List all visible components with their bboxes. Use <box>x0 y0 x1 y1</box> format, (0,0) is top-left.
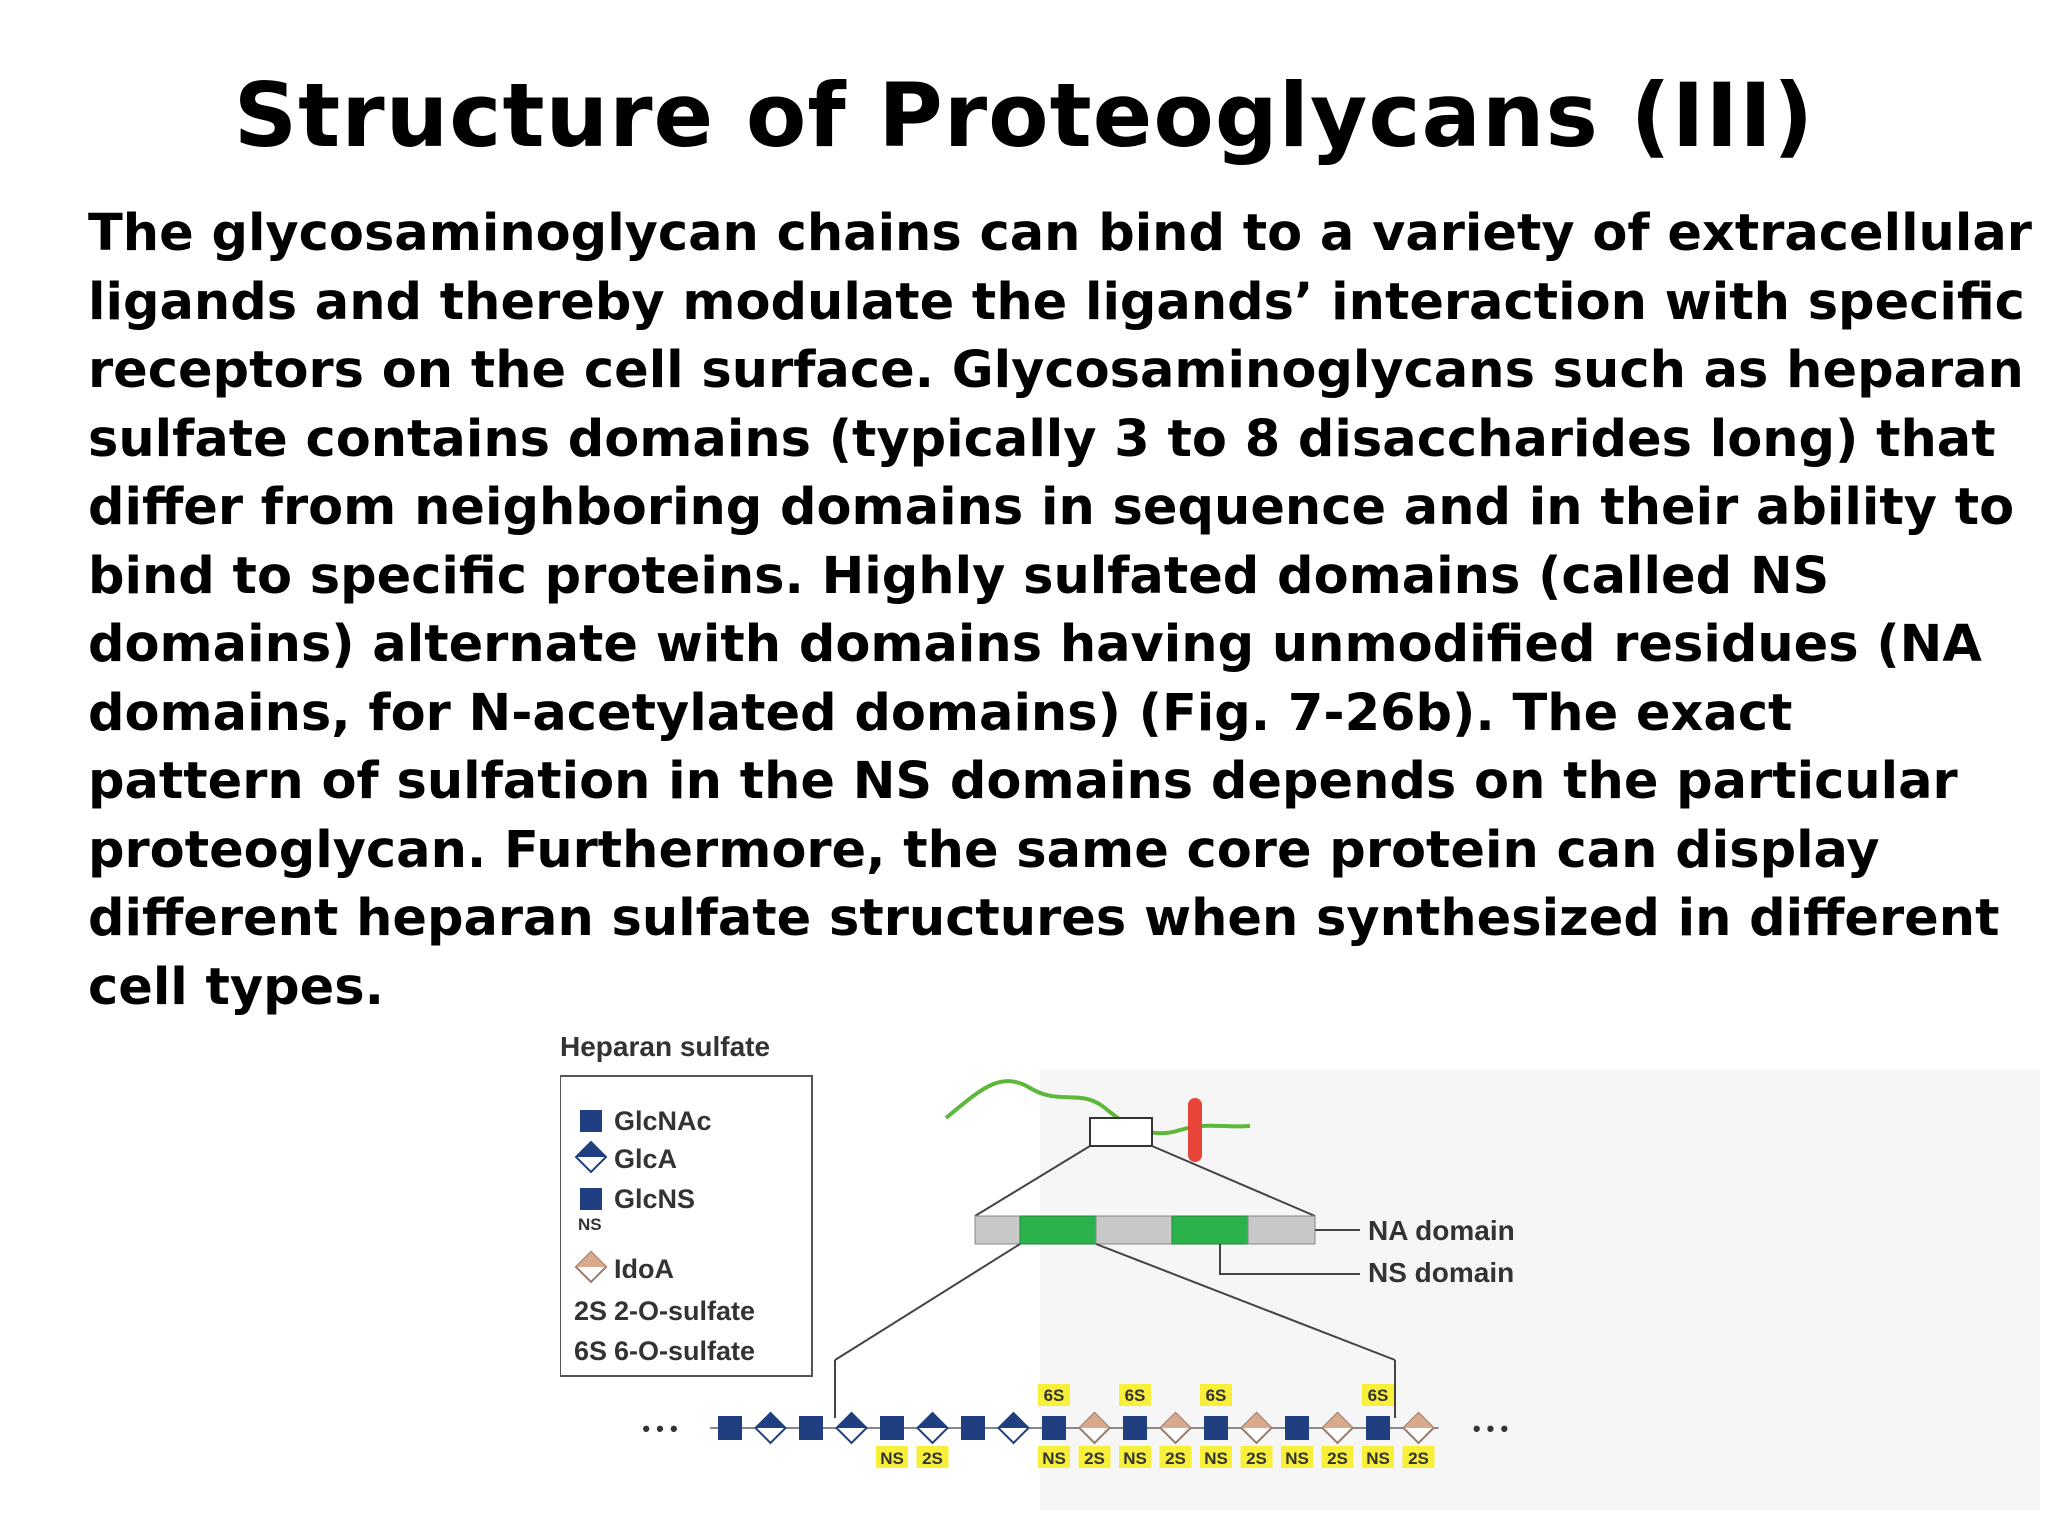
ns-domain-label: NS domain <box>1368 1257 1514 1288</box>
tag-highlight <box>916 1446 949 1468</box>
ns-tag: NS <box>880 1449 904 1468</box>
idoa-diamond-icon <box>574 1250 608 1284</box>
glc-square-residue <box>961 1416 985 1440</box>
glc-square-residue <box>1204 1416 1228 1440</box>
glc-square-residue <box>1123 1416 1147 1440</box>
body-line: domains, for N-acetylated domains) (Fig.… <box>88 683 1793 743</box>
ns-domain-leader <box>1219 1244 1360 1275</box>
glca-diamond-top <box>998 1413 1029 1428</box>
glca-diamond-top <box>755 1413 786 1428</box>
zoom-line-right <box>1151 1145 1316 1217</box>
body-line: The glycosaminoglycan chains can bind to… <box>88 204 2032 263</box>
body-line: receptors on the cell surface. Glycosami… <box>88 341 2024 400</box>
tag-highlight <box>1159 1446 1192 1468</box>
ns-domain-segment <box>1019 1215 1097 1245</box>
glc-square-residue <box>799 1416 823 1440</box>
glcnac-square-icon <box>580 1110 602 1132</box>
body-line: domains) alternate with domains having u… <box>88 615 1982 674</box>
s2-tag: 2S <box>1327 1449 1348 1468</box>
chain-zoom-line-right <box>1095 1243 1396 1361</box>
na-domain-segment <box>974 1215 1021 1245</box>
figure-svg: Heparan sulfate GlcNAc GlcA GlcNS NS Ido… <box>560 1031 2040 1510</box>
legend-2s-symbol: 2S <box>574 1296 607 1326</box>
figure-title: Heparan sulfate <box>560 1031 770 1062</box>
glc-square-residue <box>1042 1416 1066 1440</box>
idoa-diamond-top <box>1403 1413 1434 1428</box>
s6-tag: 6S <box>1125 1386 1146 1405</box>
glc-square-residue <box>1285 1416 1309 1440</box>
idoa-diamond-top <box>1160 1413 1191 1428</box>
s2-tag: 2S <box>1408 1449 1429 1468</box>
body-line: sulfate contains domains (typically 3 to… <box>88 409 1996 469</box>
legend-label-idoa: IdoA <box>614 1254 674 1284</box>
tag-highlight <box>1362 1384 1394 1406</box>
idoa-diamond-top <box>1322 1413 1353 1428</box>
tag-highlight <box>876 1446 908 1468</box>
legend-6s-symbol: 6S <box>574 1336 607 1366</box>
domain-bar <box>974 1215 1316 1245</box>
s2-tag: 2S <box>1084 1449 1105 1468</box>
glca-diamond-top <box>917 1413 948 1428</box>
ns-tag: NS <box>1366 1449 1390 1468</box>
tag-highlight <box>1321 1446 1354 1468</box>
tag-highlight <box>1038 1446 1070 1468</box>
tag-highlight <box>1362 1446 1394 1468</box>
legend-label-6-o-sulfate: 6-O-sulfate <box>614 1336 755 1366</box>
legend: GlcNAc GlcA GlcNS NS IdoA 2S 2-O-sulfate… <box>560 1075 813 1377</box>
glcns-square-icon <box>580 1188 602 1210</box>
legend-label-2-o-sulfate: 2-O-sulfate <box>614 1296 755 1326</box>
ns-tag: NS <box>1285 1449 1309 1468</box>
chain-ellipsis-right: • • • <box>1473 1416 1508 1441</box>
disaccharide-chain: • • • • • • NS 2S NS 6S 2S NS 6S 2S NS 6S 2S NS 2S NS 6S… <box>642 1384 1508 1468</box>
heparan-sulfate-figure: Heparan sulfate GlcNAc GlcA GlcNS NS Ido… <box>560 1030 2040 1510</box>
s2-tag: 2S <box>1246 1449 1267 1468</box>
legend-label-glca: GlcA <box>614 1144 677 1174</box>
s6-tag: 6S <box>1368 1386 1389 1405</box>
tag-highlight <box>1240 1446 1273 1468</box>
zoom-line-left <box>974 1145 1091 1217</box>
zoom-box <box>1089 1117 1153 1147</box>
glc-square-residue <box>718 1416 742 1440</box>
s6-tag: 6S <box>1044 1386 1065 1405</box>
chain-ellipsis-left: • • • <box>642 1416 677 1441</box>
tag-highlight <box>1119 1446 1151 1468</box>
glc-square-residue <box>880 1416 904 1440</box>
legend-label-glcns: GlcNS <box>614 1184 695 1214</box>
s2-tag: 2S <box>922 1449 943 1468</box>
body-line: cell types. <box>88 957 384 1017</box>
glca-diamond-top <box>836 1413 867 1428</box>
body-line: ligands and thereby modulate the ligands… <box>88 272 2025 332</box>
tag-highlight <box>1402 1446 1435 1468</box>
legend-label-glcnac: GlcNAc <box>614 1106 712 1136</box>
body-line: different heparan sulfate structures whe… <box>88 889 2000 948</box>
ns-domain-segment <box>1171 1215 1249 1245</box>
body-line: proteoglycan. Furthermore, the same core… <box>88 820 1880 880</box>
legend-ns-sublabel: NS <box>578 1215 602 1234</box>
s6-tag: 6S <box>1206 1386 1227 1405</box>
tag-highlight <box>1281 1446 1313 1468</box>
body-line: pattern of sulfation in the NS domains d… <box>88 752 1958 811</box>
body-line: bind to specific proteins. Highly sulfat… <box>88 546 1830 606</box>
tag-highlight <box>1038 1384 1070 1406</box>
chain-zoom-line-left <box>834 1243 1021 1361</box>
body-line: differ from neighboring domains in seque… <box>88 478 2015 537</box>
s2-tag: 2S <box>1165 1449 1186 1468</box>
ns-tag: NS <box>1042 1449 1066 1468</box>
glca-diamond-icon <box>574 1140 608 1174</box>
tag-highlight <box>1200 1384 1232 1406</box>
core-protein-shape <box>1188 1098 1202 1162</box>
tag-highlight <box>1078 1446 1111 1468</box>
ns-tag: NS <box>1123 1449 1147 1468</box>
ns-tag: NS <box>1204 1449 1228 1468</box>
na-domain-segment <box>1095 1215 1173 1245</box>
tag-highlight <box>1119 1384 1151 1406</box>
glc-square-residue <box>1366 1416 1390 1440</box>
slide-body-text: The glycosaminoglycan chains can bind to… <box>88 200 2032 1022</box>
slide-title: Structure of Proteoglycans (III) <box>233 64 1815 167</box>
na-domain-label: NA domain <box>1368 1215 1515 1246</box>
na-domain-segment <box>1247 1215 1316 1245</box>
idoa-diamond-top <box>1241 1413 1272 1428</box>
idoa-diamond-top <box>1079 1413 1110 1428</box>
tag-highlight <box>1200 1446 1232 1468</box>
